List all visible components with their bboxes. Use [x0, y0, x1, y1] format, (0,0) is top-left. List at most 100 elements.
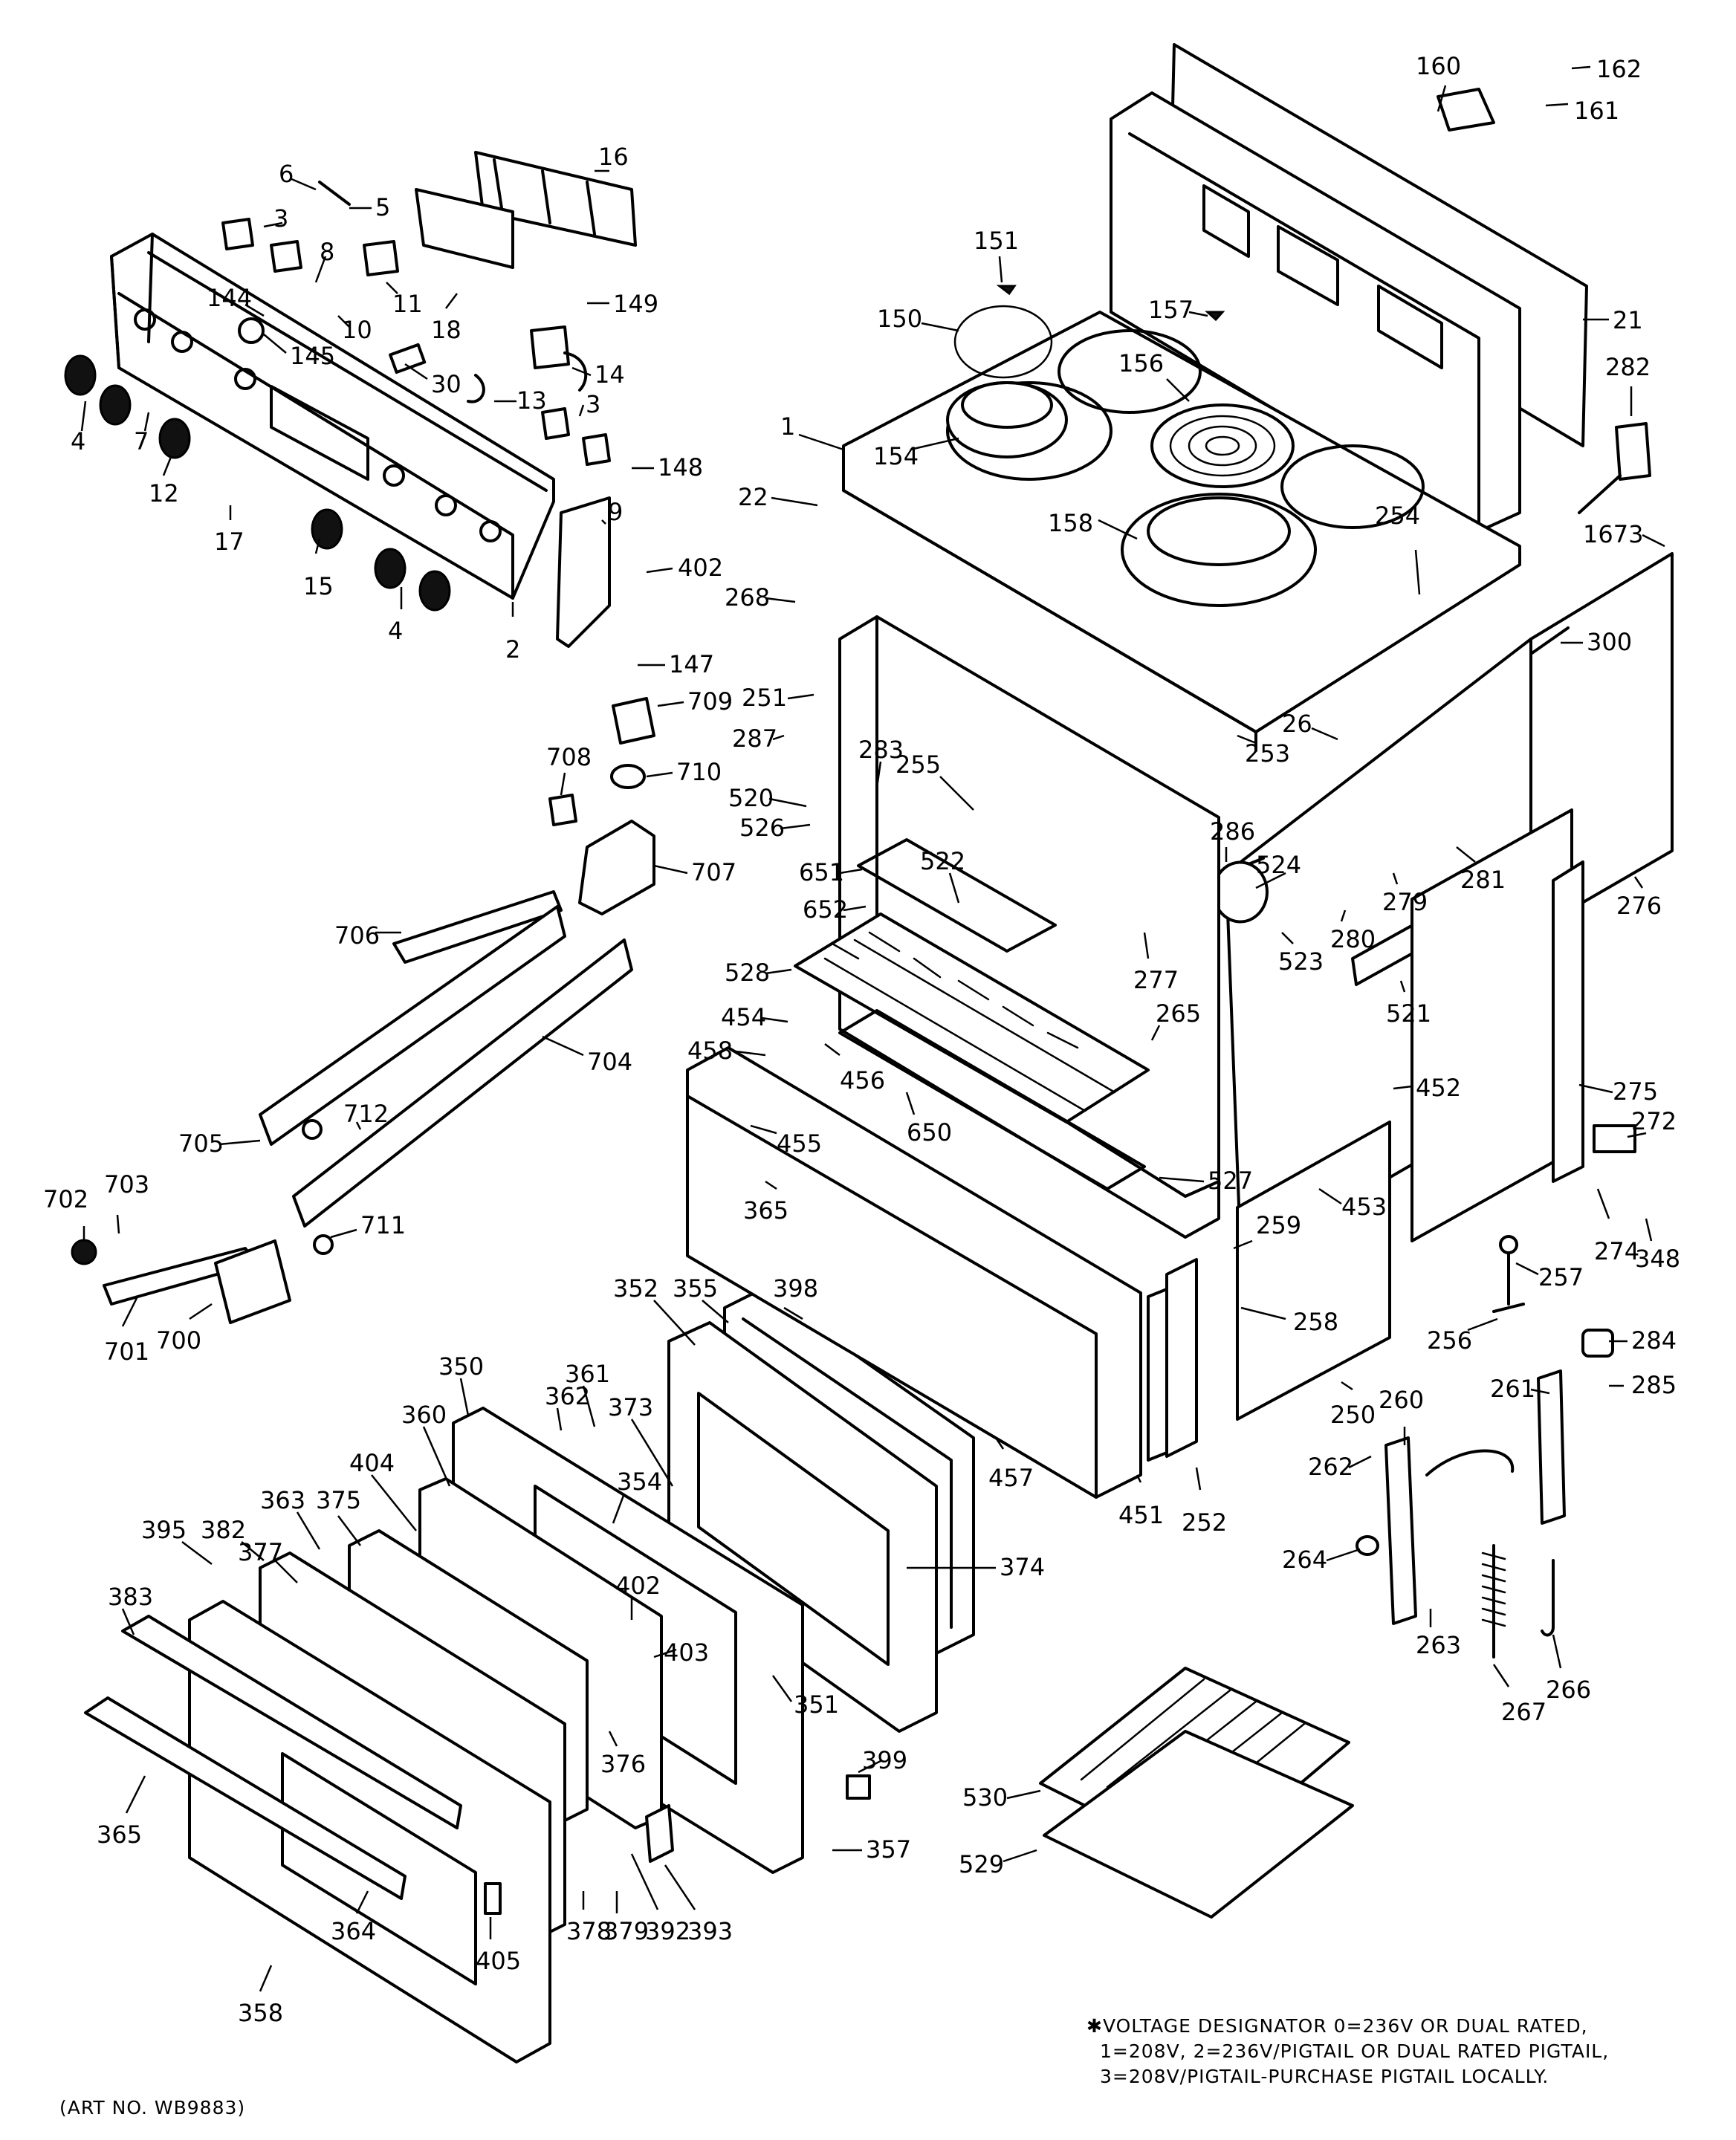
callout-364: 364 — [331, 1890, 376, 1945]
callout-527: 527 — [1159, 1167, 1253, 1195]
callout-523: 523 — [1278, 932, 1324, 976]
callout-text: 17 — [214, 528, 244, 556]
callout-text: 351 — [794, 1690, 839, 1719]
callout-375: 375 — [316, 1486, 361, 1546]
callout-text: 160 — [1416, 52, 1461, 80]
callout-13: 13 — [494, 386, 547, 415]
callout-377: 377 — [238, 1538, 298, 1583]
kick-panel — [1236, 1121, 1391, 1421]
callout-145: 145 — [263, 334, 335, 370]
callout-text: 258 — [1293, 1308, 1338, 1336]
callout-text: 378 — [566, 1917, 612, 1945]
broiler-pan — [1043, 1730, 1354, 1919]
callout-text: 651 — [799, 858, 844, 886]
callout-text: 374 — [1000, 1553, 1045, 1581]
callout-text: 392 — [645, 1917, 690, 1945]
callout-text: 709 — [687, 687, 733, 716]
callout-259: 259 — [1233, 1211, 1301, 1250]
callout-text: 703 — [104, 1170, 149, 1199]
callout-text: 276 — [1616, 892, 1662, 920]
glide-cap — [1581, 1329, 1614, 1358]
callout-text: 707 — [691, 858, 736, 886]
callout-701: 701 — [104, 1296, 149, 1366]
callout-267: 267 — [1492, 1664, 1546, 1726]
callout-text: 149 — [613, 290, 658, 318]
callout-5: 5 — [349, 193, 390, 221]
callout-text: 458 — [687, 1037, 733, 1065]
callout-text: 455 — [777, 1129, 822, 1158]
callout-text: 286 — [1210, 817, 1255, 846]
callout-text: 451 — [1118, 1501, 1164, 1529]
callout-text: 250 — [1330, 1401, 1376, 1429]
callout-265: 265 — [1150, 999, 1201, 1041]
callout-text: 402 — [678, 554, 723, 582]
drawer-rail — [1552, 860, 1584, 1183]
callout-text: 453 — [1341, 1193, 1387, 1221]
callout-text: 452 — [1416, 1074, 1461, 1102]
callout-260: 260 — [1379, 1386, 1424, 1445]
callout-text: 358 — [238, 1999, 283, 2027]
callout-8: 8 — [314, 238, 334, 283]
callout-text: 705 — [178, 1129, 224, 1158]
callout-text: 279 — [1382, 888, 1428, 916]
callout-11: 11 — [386, 282, 423, 318]
callout-text: 395 — [141, 1516, 187, 1544]
callout-150: 150 — [877, 305, 959, 333]
latch-motor — [612, 697, 655, 745]
callout-1: 1 — [780, 412, 844, 451]
callout-text: 151 — [974, 227, 1019, 255]
callout-text: 352 — [613, 1274, 658, 1303]
callout-361: 361 — [565, 1360, 610, 1427]
callout-text: 281 — [1460, 866, 1506, 894]
callout-text: 6 — [279, 160, 294, 188]
oven-door-outer — [686, 1046, 1142, 1499]
callout-text: 403 — [664, 1638, 709, 1667]
callout-455: 455 — [750, 1124, 822, 1158]
callout-text: 375 — [316, 1486, 361, 1514]
callout-263: 263 — [1416, 1609, 1461, 1659]
callout-282: 282 — [1605, 353, 1651, 416]
callout-458: 458 — [687, 1037, 766, 1065]
callout-text: 300 — [1587, 628, 1632, 656]
callout-704: 704 — [542, 1035, 632, 1076]
callout-text: 377 — [238, 1538, 283, 1566]
callout-text: 526 — [739, 814, 785, 842]
callout-405: 405 — [476, 1917, 521, 1975]
trim-ring — [953, 305, 1053, 379]
callout-379: 379 — [603, 1891, 649, 1945]
callout-text: 251 — [742, 684, 787, 712]
callout-287: 287 — [732, 724, 785, 753]
surface-unit-opening — [1058, 329, 1202, 414]
callout-text: 520 — [728, 784, 774, 812]
callout-text: 365 — [97, 1820, 142, 1849]
broiler-group — [1039, 1124, 1636, 1919]
callout-456: 456 — [824, 1043, 885, 1095]
infinite-switch — [270, 240, 302, 273]
control-knob — [311, 508, 343, 550]
hinge-assembly — [1537, 1369, 1566, 1525]
callout-710: 710 — [646, 758, 722, 786]
callout-text: 148 — [658, 453, 703, 482]
callout-text: 529 — [959, 1850, 1004, 1878]
callout-147: 147 — [638, 650, 714, 678]
callout-4b: 4 — [388, 587, 403, 645]
callout-text: 393 — [687, 1917, 733, 1945]
clock-window — [270, 385, 369, 481]
callout-703: 703 — [104, 1170, 149, 1234]
callout-text: 379 — [603, 1917, 649, 1945]
callout-26: 26 — [1282, 710, 1338, 741]
callout-376: 376 — [600, 1731, 646, 1778]
callout-text: 398 — [773, 1274, 818, 1303]
anti-tip-bracket — [1593, 1124, 1636, 1153]
callout-395: 395 — [141, 1516, 213, 1565]
lock-bracket — [578, 820, 655, 915]
callout-text: 26 — [1282, 710, 1312, 738]
callout-9: 9 — [601, 498, 623, 526]
callout-253: 253 — [1237, 734, 1290, 768]
callout-268: 268 — [725, 583, 796, 612]
callout-700: 700 — [156, 1303, 213, 1355]
callout-392: 392 — [630, 1853, 690, 1945]
callout-text: 14 — [595, 360, 625, 389]
control-knob — [158, 418, 191, 459]
broil-unit — [857, 838, 1057, 953]
